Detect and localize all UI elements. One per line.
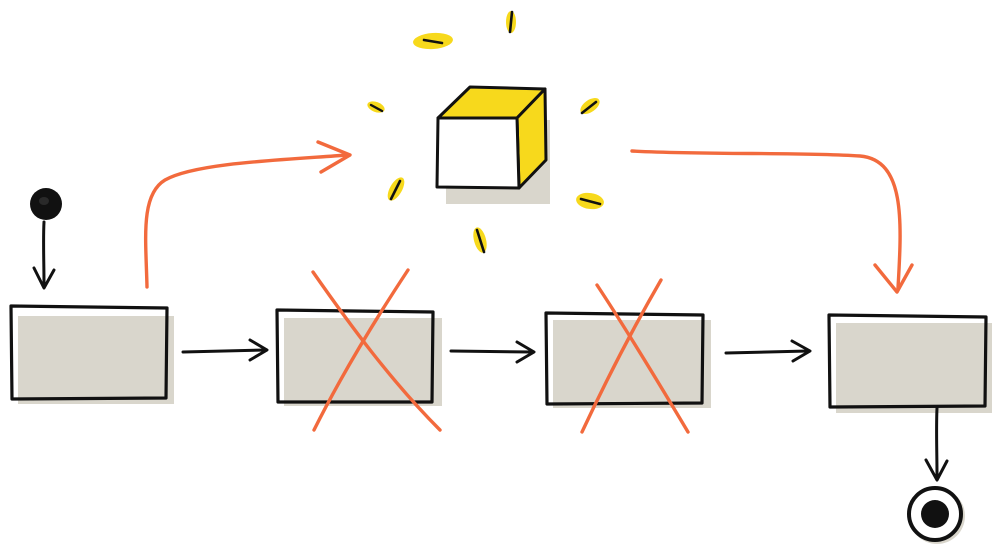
step-1-box — [9, 304, 174, 404]
sparkle-right-bottom — [576, 192, 604, 210]
shortcut-arrow-to-step-4 — [630, 149, 914, 294]
sparkle-top-left — [413, 32, 453, 50]
arrow-step-1-to-step-2 — [181, 338, 269, 362]
sparkle-top — [506, 10, 516, 34]
initial-state-node — [30, 188, 62, 220]
arrow-step-3-to-step-4 — [724, 339, 812, 363]
arrow-step-2-to-step-3 — [449, 340, 536, 364]
highlighted-cube — [435, 85, 550, 204]
arrow-start-to-step-1 — [32, 220, 56, 290]
sparkle-left-bottom — [387, 177, 405, 201]
step-2-box — [275, 308, 442, 406]
step-3-box — [544, 311, 711, 408]
shortcut-arrow-to-cube — [143, 140, 352, 289]
sparkle-left — [367, 101, 385, 113]
arrow-step-4-to-end — [924, 406, 949, 482]
final-state-node — [907, 486, 965, 544]
step-4-box — [827, 313, 992, 413]
sparkle-bottom — [473, 227, 487, 254]
sparkle-right-top — [580, 98, 600, 115]
cube-sparkles — [367, 10, 604, 254]
step-3-cross-mark — [580, 278, 690, 434]
step-2-cross-mark — [311, 268, 442, 432]
